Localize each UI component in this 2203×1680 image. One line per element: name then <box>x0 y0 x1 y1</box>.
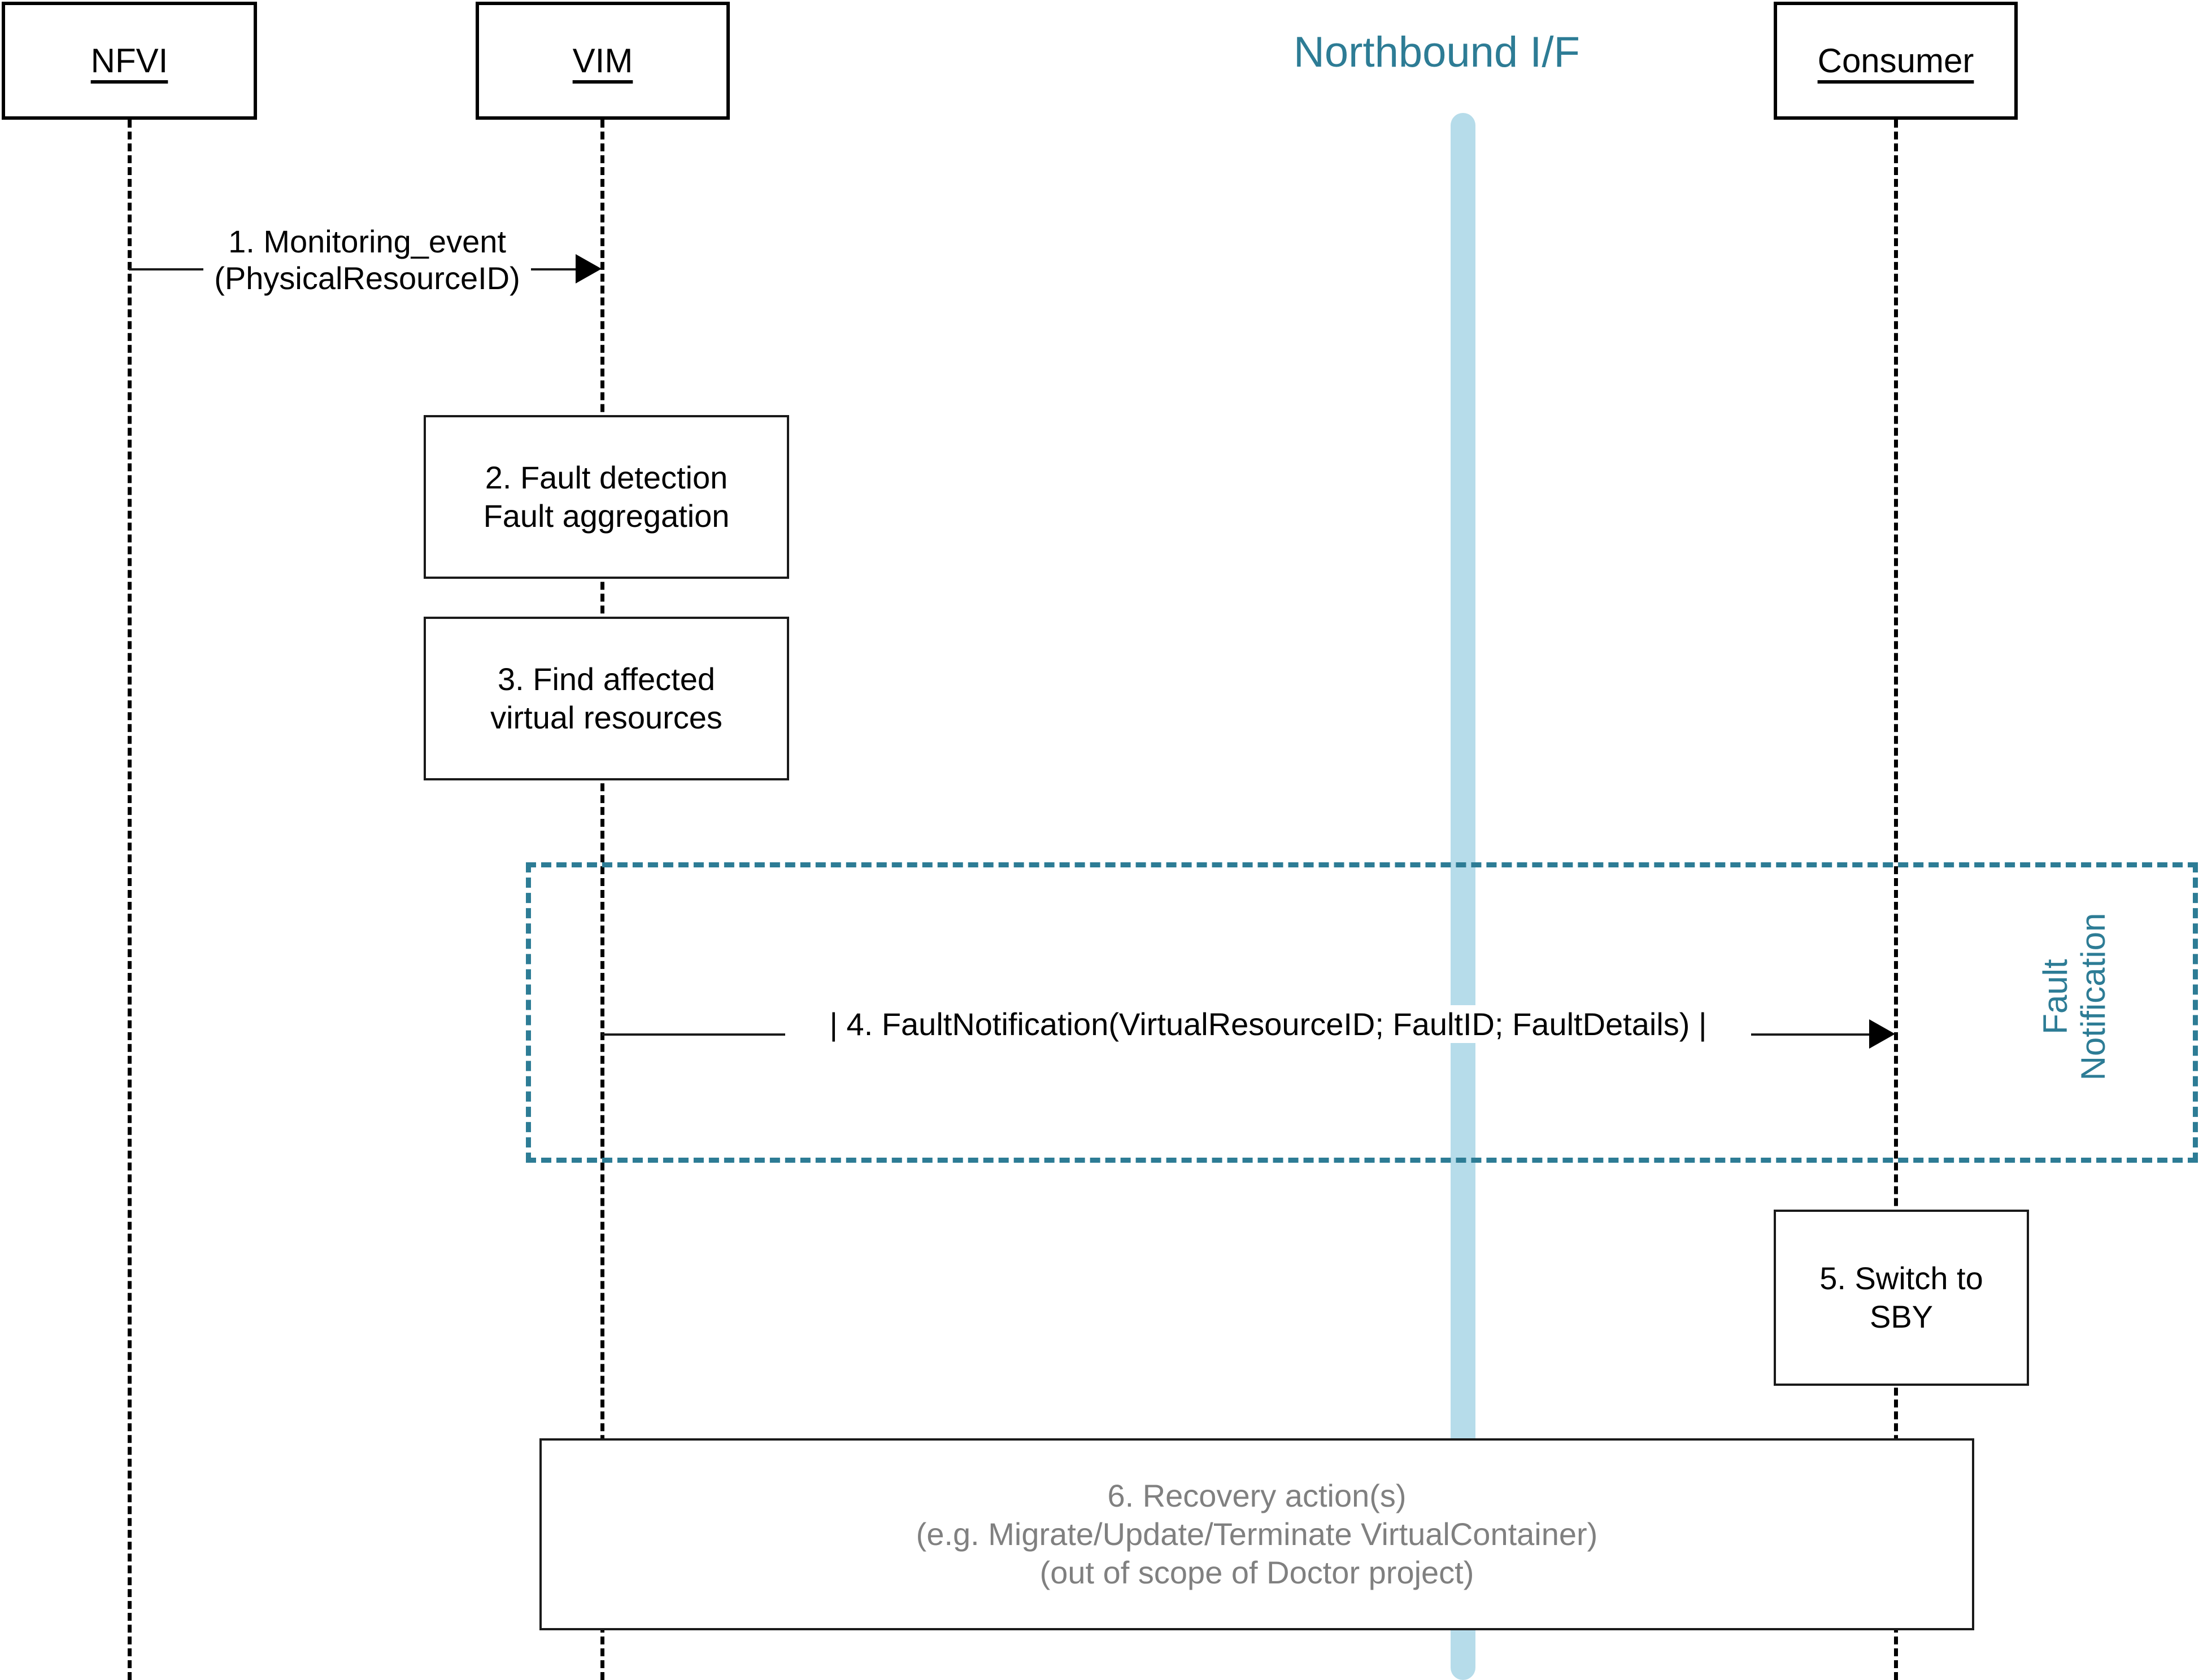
northbound-interface-bar <box>1451 113 1475 1680</box>
northbound-interface-label: Northbound I/F <box>1294 28 1580 76</box>
participant-nfvi-label: NFVI <box>90 41 168 80</box>
lifeline-vim <box>600 120 604 1680</box>
message-1-arrowhead <box>576 254 602 283</box>
process-box-step2-line1: 2. Fault detection <box>485 459 728 495</box>
message-4-label: | 4. FaultNotification(VirtualResourceID… <box>785 1005 1751 1044</box>
participant-vim-label: VIM <box>572 41 633 80</box>
process-box-step5-line2: SBY <box>1869 1299 1934 1334</box>
process-box-step3-line2: virtual resources <box>490 700 722 735</box>
process-box-step6[interactable]: 6. Recovery action(s) (e.g. Migrate/Upda… <box>539 1438 1974 1630</box>
participant-consumer-label: Consumer <box>1817 41 1974 80</box>
participant-vim[interactable]: VIM <box>476 2 730 120</box>
message-1-label: 1. Monitoring_event (PhysicalResourceID) <box>203 224 531 297</box>
lifeline-consumer <box>1894 120 1898 1680</box>
process-box-step2-line2: Fault aggregation <box>483 498 730 534</box>
fault-notification-fragment-label: Fault Notification <box>2036 913 2113 1081</box>
process-box-step5[interactable]: 5. Switch to SBY <box>1774 1210 2029 1386</box>
process-box-step6-line2: (e.g. Migrate/Update/Terminate VirtualCo… <box>916 1516 1598 1552</box>
process-box-step6-line1: 6. Recovery action(s) <box>1107 1477 1407 1513</box>
process-box-step3[interactable]: 3. Find affected virtual resources <box>424 617 789 780</box>
participant-nfvi[interactable]: NFVI <box>2 2 257 120</box>
process-box-step6-line3: (out of scope of Doctor project) <box>1039 1555 1474 1591</box>
process-box-step2[interactable]: 2. Fault detection Fault aggregation <box>424 415 789 579</box>
message-1-label-line2: (PhysicalResourceID) <box>214 260 520 296</box>
fault-notification-fragment <box>526 862 2198 1163</box>
message-1-label-line1: 1. Monitoring_event <box>228 224 506 259</box>
lifeline-nfvi <box>128 120 132 1680</box>
message-4-arrowhead <box>1869 1019 1895 1049</box>
participant-consumer[interactable]: Consumer <box>1774 2 2018 120</box>
process-box-step3-line1: 3. Find affected <box>498 661 715 697</box>
process-box-step5-line1: 5. Switch to <box>1819 1260 1983 1296</box>
